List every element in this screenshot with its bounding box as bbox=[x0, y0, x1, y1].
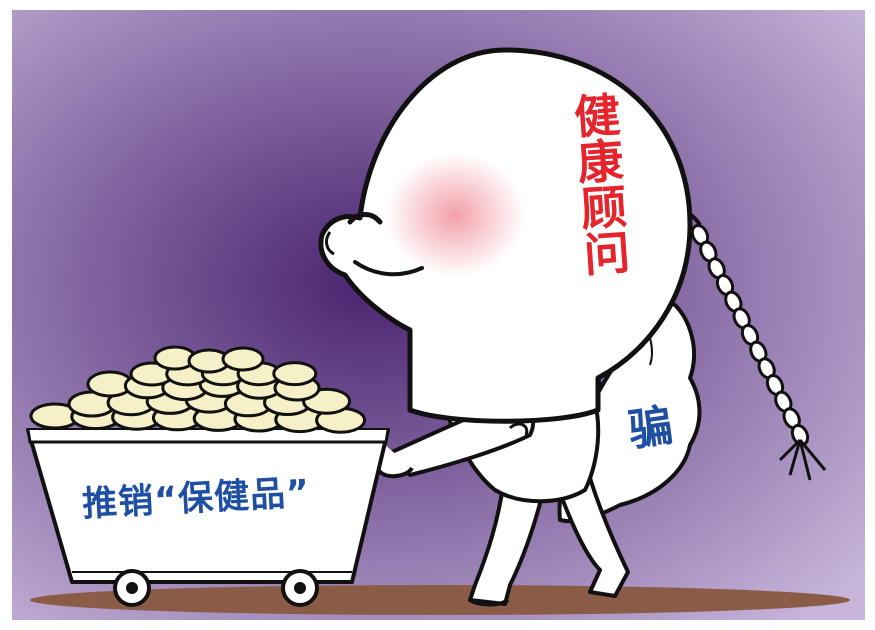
cart-icon bbox=[26, 428, 390, 584]
head-icon bbox=[318, 47, 693, 424]
pill bbox=[221, 346, 265, 372]
pills-pile-icon bbox=[29, 345, 367, 434]
pill bbox=[272, 361, 318, 387]
cart-wheels-icon bbox=[113, 569, 319, 607]
smile-icon bbox=[353, 260, 424, 277]
eye-icon bbox=[347, 212, 383, 225]
legs-icon bbox=[468, 468, 630, 607]
ground-shadow bbox=[30, 585, 850, 615]
head-label: 健康顾问 bbox=[565, 90, 633, 278]
braid-icon bbox=[663, 207, 827, 481]
tail-label: 骗 bbox=[625, 400, 676, 457]
cheek bbox=[385, 153, 525, 277]
